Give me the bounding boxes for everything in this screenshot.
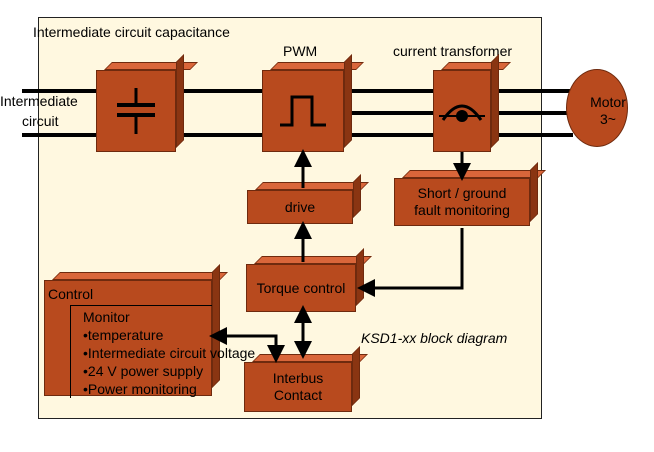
drive-label: drive — [284, 198, 316, 215]
interbus-label-line2: Contact — [273, 387, 323, 403]
fault-label-line1: Short / ground — [417, 185, 507, 201]
rail-top-left — [22, 89, 98, 93]
monitor-list: Monitor •temperature •Intermediate circu… — [79, 308, 255, 398]
interbus-label-line1: Interbus — [272, 370, 324, 386]
control-to-interbus-arrow — [226, 334, 285, 363]
motor-line-2 — [497, 111, 567, 115]
monitor-item: •temperature — [83, 327, 164, 343]
monitor-item: •Intermediate circuit voltage — [83, 345, 256, 361]
monitor-item: •Power monitoring — [83, 381, 197, 397]
capacitor-icon — [117, 88, 155, 134]
fault-label-line2: fault monitoring — [414, 202, 510, 218]
monitor-header: Monitor — [83, 309, 130, 325]
rail-bottom-left — [22, 133, 98, 137]
rail-top-mid — [182, 89, 262, 93]
current-transformer-icon — [439, 104, 485, 122]
diagram-caption: KSD1-xx block diagram — [361, 330, 508, 346]
motor-line-1 — [497, 89, 573, 93]
torque-label: Torque control — [256, 279, 346, 296]
pwm-title: PWM — [283, 43, 318, 59]
intermediate-label-line1: Intermediate — [0, 93, 78, 109]
capacitance-title: Intermediate circuit capacitance — [33, 24, 230, 40]
control-divider-v — [70, 305, 71, 398]
control-title: Control — [48, 286, 94, 302]
motor-circle — [566, 69, 628, 147]
phase-line-1 — [350, 89, 434, 93]
rail-bottom-mid — [182, 133, 262, 137]
fault-to-torque-arrow — [357, 228, 464, 297]
intermediate-label-line2: circuit — [22, 113, 59, 129]
motor-line-3 — [497, 133, 573, 137]
motor-label-line2: 3~ — [600, 111, 616, 127]
pwm-pulse-icon — [280, 95, 326, 127]
control-divider-h — [70, 305, 212, 306]
monitor-item: •24 V power supply — [83, 363, 204, 379]
phase-line-2 — [350, 111, 434, 115]
motor-label: Motor 3~ — [566, 94, 650, 128]
current-transformer-title: current transformer — [393, 43, 513, 59]
motor-label-line1: Motor — [590, 94, 626, 110]
phase-line-3 — [350, 133, 434, 137]
